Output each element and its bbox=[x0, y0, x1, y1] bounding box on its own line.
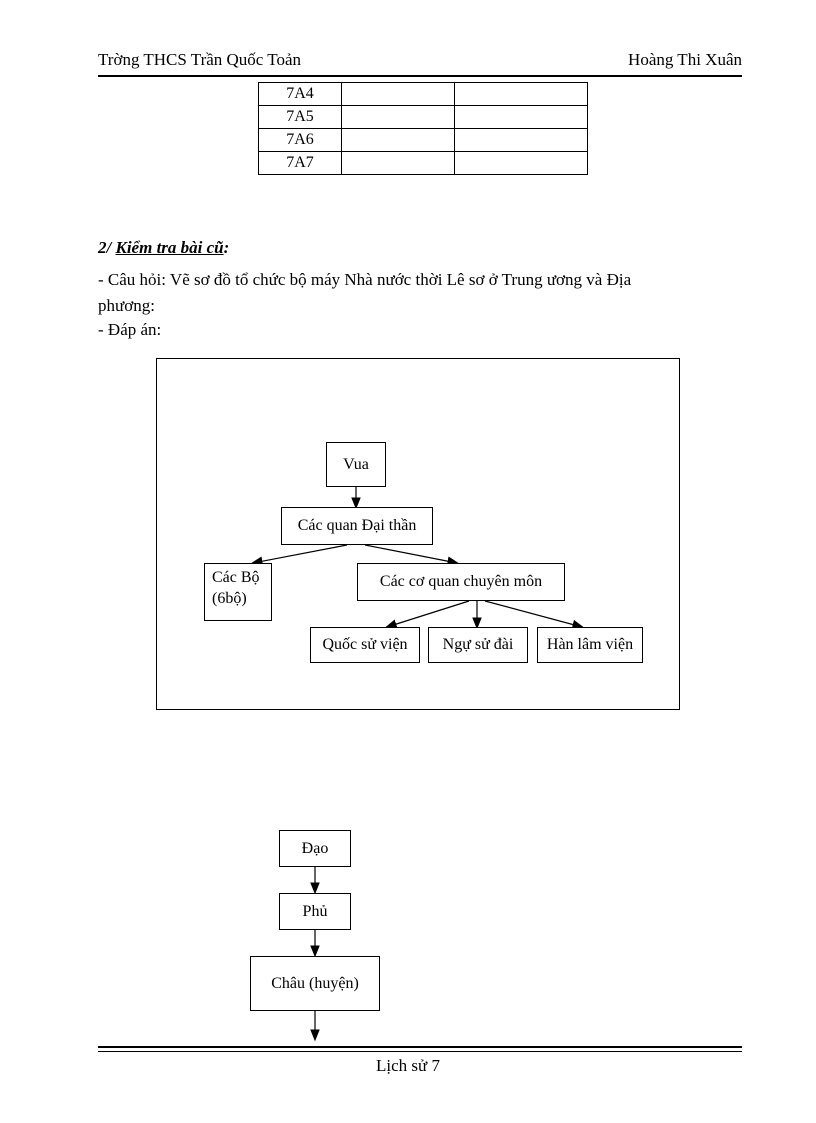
table-row: 7A7 bbox=[258, 151, 588, 175]
table-cell-col3 bbox=[454, 128, 588, 152]
answer-label: - Đáp án: bbox=[98, 320, 162, 339]
section-heading: 2/ Kiểm tra bài cũ: bbox=[98, 238, 229, 258]
table-body: 7A4 7A5 7A6 7A7 bbox=[258, 82, 588, 175]
table-cell-class: 7A5 bbox=[258, 105, 342, 129]
header-divider bbox=[98, 75, 742, 77]
header-teacher-name: Hoàng Thi Xuân bbox=[628, 50, 742, 69]
edge-specialized-to-academy bbox=[484, 600, 585, 630]
footer-subject-label: Lịch sử 7 bbox=[376, 1056, 440, 1075]
table-cell-col2 bbox=[341, 82, 455, 106]
node-censorate: Ngự sử đài bbox=[428, 627, 528, 663]
central-government-diagram: Vua Các quan Đại thần Các Bộ (6bộ) Các c… bbox=[156, 358, 680, 710]
table-cell-class: 7A7 bbox=[258, 151, 342, 175]
table-cell-class: 7A4 bbox=[258, 82, 342, 106]
table-cell-col2 bbox=[341, 128, 455, 152]
node-ministries-line2: (6bộ) bbox=[212, 590, 247, 608]
node-specialized-agencies: Các cơ quan chuyên môn bbox=[357, 563, 565, 601]
table-row: 7A4 bbox=[258, 82, 588, 106]
table-cell-col3 bbox=[454, 82, 588, 106]
footer-divider-thick bbox=[98, 1046, 742, 1048]
section-colon: : bbox=[223, 238, 230, 257]
section-number: 2/ bbox=[98, 238, 116, 257]
node-phu: Phủ bbox=[279, 893, 351, 930]
page-header: Trờng THCS Trần Quốc Toản Hoàng Thi Xuân bbox=[98, 50, 742, 76]
header-school-name: Trờng THCS Trần Quốc Toản bbox=[98, 50, 302, 69]
table-row: 7A6 bbox=[258, 128, 588, 152]
question-line-1: - Câu hỏi: Vẽ sơ đồ tổ chức bộ máy Nhà n… bbox=[98, 270, 632, 289]
question-line-2: phương: bbox=[98, 296, 155, 315]
node-academy: Hàn lâm viện bbox=[537, 627, 643, 663]
node-history-institute: Quốc sử viện bbox=[310, 627, 420, 663]
diagram2-connectors bbox=[310, 867, 320, 1042]
section-title: Kiểm tra bài cũ bbox=[115, 238, 224, 257]
node-ministries-line1: Các Bộ bbox=[212, 569, 260, 586]
table-cell-class: 7A6 bbox=[258, 128, 342, 152]
node-ministries: Các Bộ (6bộ) bbox=[204, 563, 272, 621]
class-attendance-table: 7A4 7A5 7A6 7A7 bbox=[258, 82, 588, 175]
edge-specialized-to-history bbox=[384, 600, 470, 629]
edge-mandarins-to-specialized bbox=[364, 544, 460, 566]
edge-mandarins-to-ministries bbox=[250, 544, 348, 566]
local-administration-diagram: Đạo Phủ Châu (huyện) bbox=[156, 820, 678, 1055]
table-row: 7A5 bbox=[258, 105, 588, 129]
table-cell-col2 bbox=[341, 151, 455, 175]
table-cell-col2 bbox=[341, 105, 455, 129]
node-king: Vua bbox=[326, 442, 386, 487]
table-cell-col3 bbox=[454, 105, 588, 129]
table-cell-col3 bbox=[454, 151, 588, 175]
node-mandarins: Các quan Đại thần bbox=[281, 507, 433, 545]
node-dao: Đạo bbox=[279, 830, 351, 867]
node-chau: Châu (huyện) bbox=[250, 956, 380, 1011]
footer-divider-thin bbox=[98, 1051, 742, 1052]
